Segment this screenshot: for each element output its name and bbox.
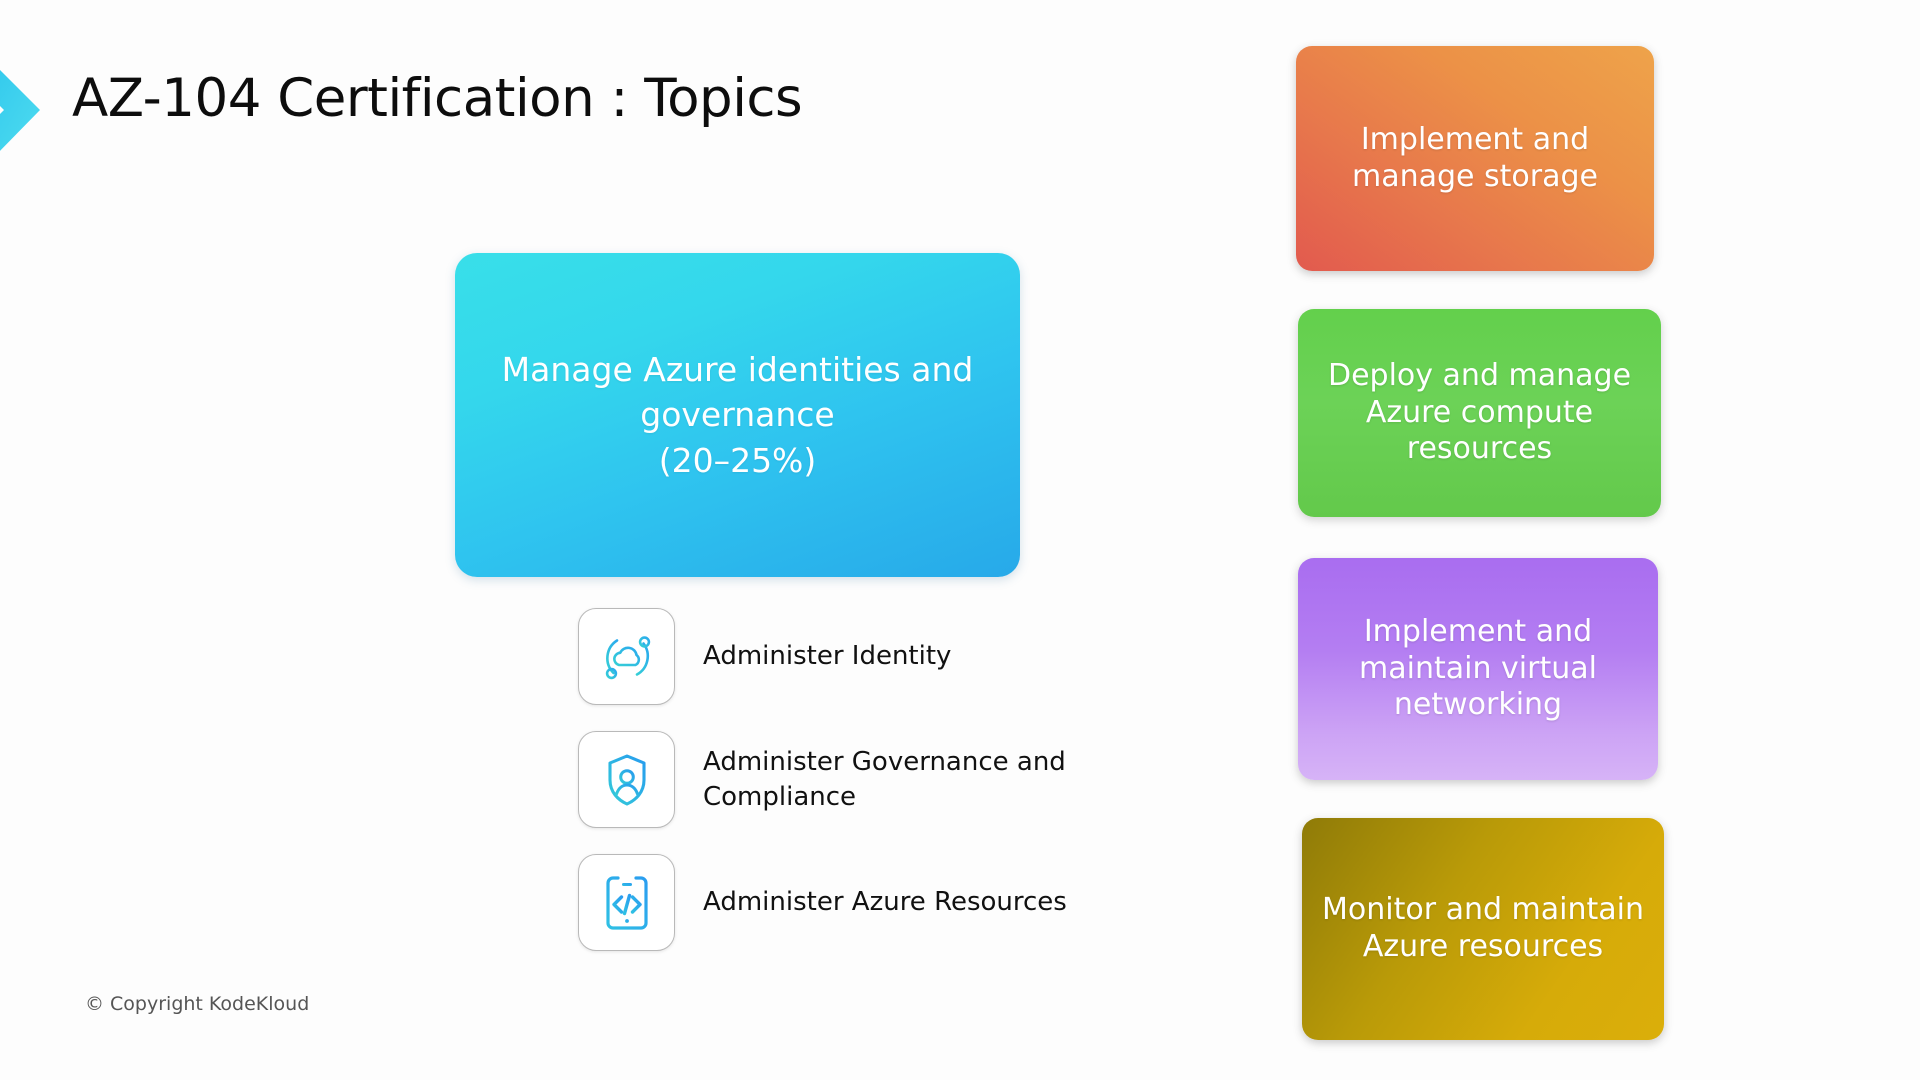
domain-card-label: Implement and manage storage [1351, 121, 1598, 194]
domain-card-networking[interactable]: Implement and maintain virtual networkin… [1298, 558, 1658, 780]
shield-person-icon [578, 731, 675, 828]
hero-percentage: (20–25%) [658, 440, 817, 480]
list-item-label: Administer Identity [703, 641, 952, 672]
list-item-label: Administer Azure Resources [703, 887, 1067, 918]
copyright-notice: © Copyright KodeKloud [85, 993, 310, 1015]
topic-list: Administer Identity Administer Governanc [578, 608, 1138, 951]
cloud-identity-icon [578, 608, 675, 705]
list-item-label: Administer Governance and Compliance [703, 747, 1066, 812]
chevron-right-icon [0, 58, 44, 163]
hero-line-1: Manage Azure identities and [501, 349, 974, 389]
list-item[interactable]: Administer Governance and Compliance [578, 731, 1138, 828]
domain-card-label: Deploy and manage Azure compute resource… [1327, 358, 1632, 467]
domain-card-monitor[interactable]: Monitor and maintain Azure resources [1302, 818, 1664, 1040]
hero-domain-text: Manage Azure identities and governance (… [455, 347, 1020, 484]
domain-card-storage[interactable]: Implement and manage storage [1296, 46, 1654, 271]
domain-card-column: Implement and manage storage Deploy and … [1296, 0, 1696, 1080]
mobile-code-icon [578, 854, 675, 951]
list-item[interactable]: Administer Azure Resources [578, 854, 1138, 951]
hero-line-2: governance [640, 395, 835, 435]
hero-domain-box: Manage Azure identities and governance (… [455, 253, 1020, 577]
domain-card-label: Implement and maintain virtual networkin… [1359, 614, 1597, 723]
domain-card-compute[interactable]: Deploy and manage Azure compute resource… [1298, 309, 1661, 517]
domain-card-label: Monitor and maintain Azure resources [1322, 892, 1645, 964]
page-title: AZ-104 Certification : Topics [72, 68, 803, 129]
list-item[interactable]: Administer Identity [578, 608, 1138, 705]
